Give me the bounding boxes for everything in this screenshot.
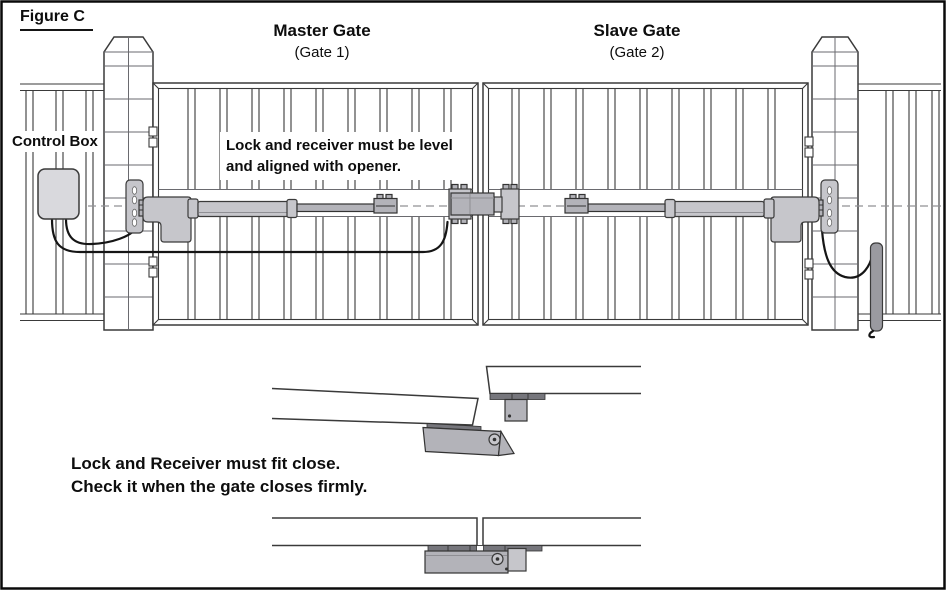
master-gate-title: Master Gate [273,21,371,40]
master-gate-opener [125,179,398,243]
lock-mount-plate-right [500,188,520,220]
master-gate-subtitle: (Gate 1) [294,44,350,61]
cable-controlbox-to-lock [50,217,449,254]
slave-gate-opener [564,179,839,243]
detail-gate-open [271,365,641,457]
cable-controlbox-to-opener [64,217,140,246]
left-opener-rod [296,203,375,213]
fit-note-line1: Lock and Receiver must fit close. [71,454,341,473]
control-box [37,168,80,220]
alignment-note: Lock and receiver must be level and alig… [220,132,459,180]
control-box-label: Control Box [8,131,102,152]
left-opener-tube [197,200,290,218]
gate-hinges [148,126,814,280]
slave-gate-title: Slave Gate [593,21,681,40]
center-lock-assembly [448,183,520,225]
detail-receiver [504,398,528,422]
right-opener-tube [672,200,765,218]
alignment-note-line1: Lock and receiver must be level [226,137,453,154]
right-fence [856,83,941,322]
detail-gate-closed [272,517,641,574]
fit-note-line2: Check it when the gate closes firmly. [71,477,368,496]
detail-receiver-closed [507,547,527,572]
figure-label: Figure C [20,8,93,31]
fit-note: Lock and Receiver must fit close. Check … [71,452,367,498]
alignment-note-line2: and aligned with opener. [226,158,402,175]
antenna [868,242,884,339]
lock-body [450,192,495,216]
right-opener-rod [587,203,666,213]
slave-gate-subtitle: (Gate 2) [609,44,665,61]
